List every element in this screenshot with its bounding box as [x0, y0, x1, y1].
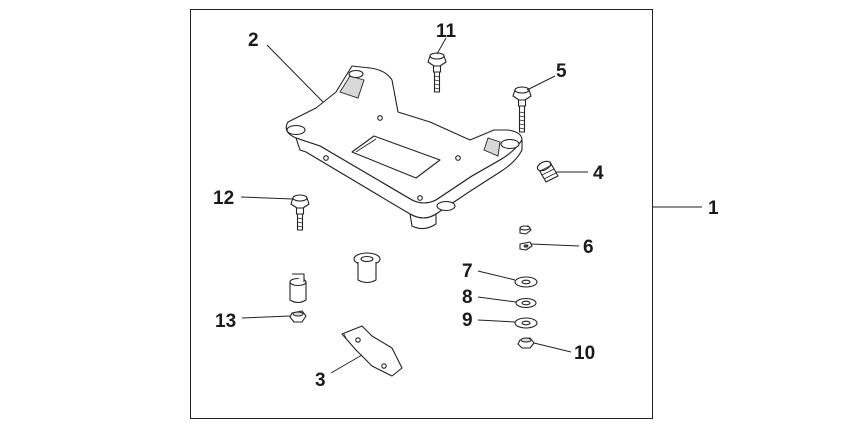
callout-1: 1 [708, 198, 719, 219]
part-washer-7[interactable] [514, 276, 538, 288]
part-spacer-collar[interactable] [289, 273, 307, 304]
part-nut-13[interactable] [289, 310, 307, 323]
callout-10: 10 [574, 343, 595, 364]
part-nut-6[interactable] [519, 225, 533, 251]
callout-9: 9 [462, 310, 473, 331]
part-bolt-12[interactable] [290, 194, 310, 231]
part-washer-9[interactable] [514, 317, 538, 329]
callout-4: 4 [593, 163, 604, 184]
kit-frame [190, 9, 653, 419]
part-nut-10[interactable] [517, 337, 535, 349]
part-plate-3[interactable] [341, 325, 403, 377]
part-washer-8[interactable] [515, 297, 537, 309]
leader-lines [240, 37, 702, 374]
callout-2: 2 [248, 30, 259, 51]
part-bolt-11[interactable] [427, 52, 447, 93]
callout-11: 11 [436, 21, 457, 42]
part-grommet-4[interactable] [536, 159, 559, 183]
callout-12: 12 [213, 188, 234, 209]
part-bolt-5[interactable] [512, 86, 532, 133]
callout-3: 3 [315, 370, 326, 391]
callout-6: 6 [583, 237, 594, 258]
callout-5: 5 [556, 61, 567, 82]
part-bracket[interactable] [285, 65, 523, 230]
callout-7: 7 [462, 261, 473, 282]
part-flanged-bushing[interactable] [353, 252, 381, 284]
callout-8: 8 [462, 287, 473, 308]
callout-13: 13 [215, 311, 236, 332]
